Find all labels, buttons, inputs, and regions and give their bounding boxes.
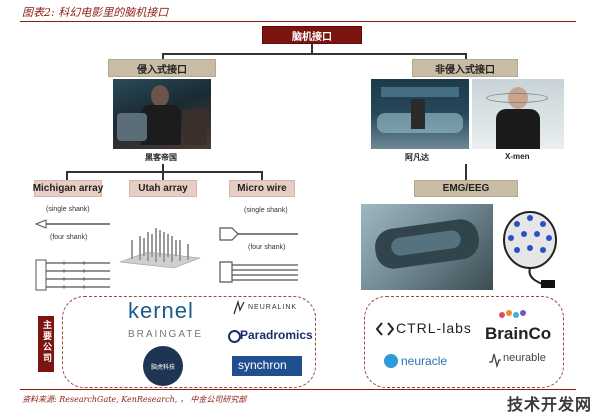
invasive-node: 侵入式接口 — [108, 59, 216, 77]
neuralink-mark-icon — [233, 300, 245, 315]
xmen-caption: X-men — [505, 152, 530, 161]
neuracle-logo: neuracle — [401, 354, 448, 368]
title-rule — [20, 21, 576, 22]
neuracle-mark-icon — [384, 354, 398, 368]
xmen-movie-image — [472, 79, 564, 149]
micro-wire-drawing — [219, 227, 298, 283]
michigan-array-drawing — [34, 219, 110, 291]
michigan-array-node: Michigan array — [33, 180, 103, 197]
neurable-mark-icon — [489, 353, 501, 368]
michigan-single-label: (single shank) — [46, 206, 90, 213]
matrix-movie-image — [113, 79, 211, 149]
synchron-badge — [232, 356, 302, 376]
avatar-caption: 阿凡达 — [405, 153, 429, 162]
connector — [162, 53, 164, 60]
connector — [66, 171, 68, 180]
paradromics-mark-icon — [228, 330, 241, 343]
invasive-companies-panel — [62, 296, 316, 388]
kernel-logo: kernel — [128, 298, 194, 323]
avatar-movie-image — [371, 79, 469, 149]
ctrl-labs-mark-icon — [376, 322, 394, 336]
naohu-logo-text: 脑虎科技 — [150, 363, 175, 371]
brainco-mark-icon — [499, 310, 526, 318]
paradromics-logo: Paradromics — [240, 328, 313, 342]
connector — [162, 53, 466, 55]
watermark: 技术开发网 — [506, 395, 592, 414]
ctrl-labs-logo: CTRL-labs — [396, 320, 472, 336]
michigan-four-label: (four shank) — [50, 234, 88, 241]
microwire-four-label: (four shank) — [248, 244, 286, 251]
microwire-single-label: (single shank) — [244, 207, 288, 214]
synchron-logo: synchron — [238, 358, 287, 372]
connector — [162, 171, 164, 180]
micro-wire-node: Micro wire — [229, 180, 295, 197]
matrix-caption: 黑客帝国 — [145, 153, 177, 162]
footer-rule — [20, 389, 576, 390]
connector — [311, 44, 313, 54]
companies-label: 主要公司 — [38, 316, 54, 372]
companies-label-text: 主要公司 — [41, 320, 51, 364]
connector — [66, 171, 262, 173]
brainco-logo: BrainCo — [485, 324, 552, 343]
connector — [465, 53, 467, 60]
noninvasive-companies-panel — [364, 296, 564, 388]
braingate-logo: BRAINGATE — [128, 329, 204, 340]
neurable-logo: neurable — [503, 352, 546, 364]
connector — [261, 171, 263, 180]
noninvasive-node: 非侵入式接口 — [412, 59, 518, 77]
connector — [162, 164, 164, 172]
figure-title: 图表2: 科幻电影里的脑机接口 — [22, 6, 169, 19]
naohu-logo: 脑虎科技 — [143, 346, 183, 386]
emg-device-image — [361, 204, 493, 290]
eeg-cap-image — [503, 211, 557, 288]
neuralink-logo: NEURALINK — [248, 304, 298, 311]
connector — [465, 164, 467, 180]
emg-eeg-node: EMG/EEG — [414, 180, 518, 197]
source-footer: 资料来源: ResearchGate, KenResearch, ， 中金公司研… — [22, 395, 247, 404]
utah-array-drawing — [119, 228, 201, 269]
root-node: 脑机接口 — [262, 26, 362, 44]
utah-array-node: Utah array — [129, 180, 197, 197]
